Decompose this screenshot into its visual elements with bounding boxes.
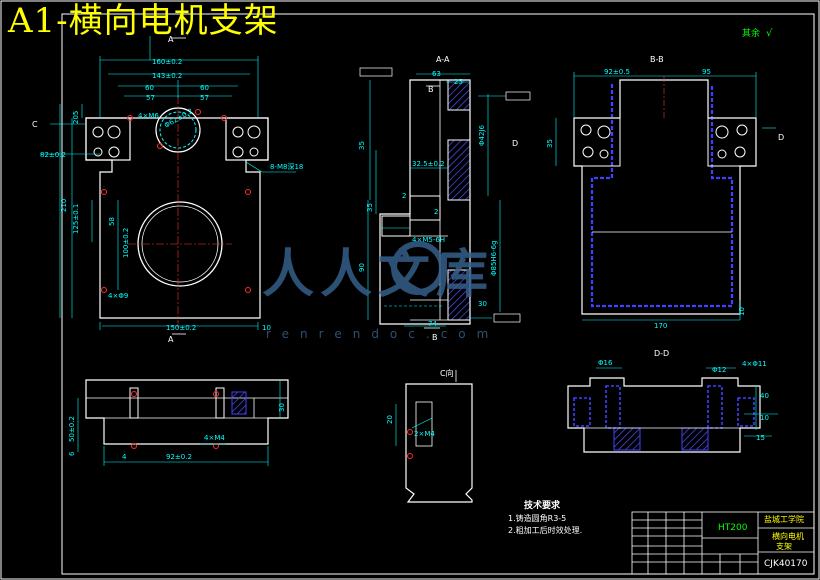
title-block-part-name-1: 横向电机 — [772, 531, 804, 541]
title-block-part-name-2: 支架 — [776, 541, 792, 551]
view-c — [395, 370, 473, 503]
label-view-d-left: D — [512, 139, 518, 148]
watermark-text: 人人文库 — [262, 245, 494, 305]
dim-front-width-143: 143±0.2 — [152, 72, 182, 80]
dim-front-60-right: 60 — [200, 84, 209, 92]
label-section-a-top: A — [168, 35, 174, 44]
dim-aa-d85: Φ85H6-6g — [490, 240, 498, 276]
dim-front-150: 150±0.2 — [166, 324, 196, 332]
tech-item-1: 1.铸造圆角R3-5 — [508, 513, 566, 523]
dim-bb-92: 92±0.5 — [604, 68, 630, 76]
section-dd — [567, 367, 778, 453]
dim-dd-40: 40 — [760, 392, 769, 400]
dim-dd-15: 15 — [756, 434, 765, 442]
dim-aa-2b: 2 — [434, 208, 438, 216]
dim-bottom-50: 50±0.2 — [68, 416, 76, 442]
title-block — [631, 511, 815, 575]
dim-aa-2a: 2 — [402, 192, 406, 200]
bottom-view — [77, 379, 289, 466]
drawing-frame — [61, 13, 815, 575]
dim-front-10: 10 — [262, 324, 271, 332]
section-bb — [555, 72, 776, 321]
dim-front-57-left: 57 — [146, 94, 155, 102]
dim-bb-10: 10 — [738, 307, 746, 316]
dim-c-20: 20 — [386, 415, 394, 424]
tech-heading: 技术要求 — [524, 499, 561, 511]
dim-bb-35: 35 — [546, 139, 554, 148]
dim-front-210: 210 — [60, 199, 68, 212]
dim-front-58: 58 — [108, 217, 116, 226]
note-aa-m5: 4×M5-6H — [412, 236, 445, 244]
dim-bottom-30: 30 — [278, 403, 286, 412]
dim-aa-63: 63 — [432, 70, 441, 78]
dim-aa-325: 32.5±0.2 — [412, 160, 445, 168]
dim-bottom-92: 92±0.2 — [166, 453, 192, 461]
dim-bb-170: 170 — [654, 322, 667, 330]
dim-front-width-160: 160±0.2 — [152, 58, 182, 66]
title-block-school: 盐城工学院 — [764, 514, 804, 524]
dim-dd-10: 10 — [760, 414, 769, 422]
drawing-title: A1-横向电机支架 — [8, 1, 279, 41]
front-view — [40, 36, 296, 335]
dim-front-100: 100±0.2 — [122, 228, 130, 258]
dim-aa-90: 90 — [358, 263, 366, 272]
label-section-b-top: B — [428, 85, 434, 94]
dim-front-205: 205 — [72, 111, 80, 124]
note-front-4xm6: 4×M6 — [138, 112, 159, 120]
title-section-bb: B-B — [650, 55, 664, 64]
note-front-8xm8: 8-M8深18 — [270, 162, 303, 171]
roughness-note: 其余 — [742, 27, 760, 39]
dim-aa-35b: 35 — [366, 203, 374, 212]
note-c-2xm4: 2×M4 — [414, 430, 435, 438]
watermark: 人人文库 renrendoc.com — [262, 241, 499, 341]
dim-front-82: 82±0.2 — [40, 151, 66, 159]
label-section-a-bottom: A — [168, 335, 174, 344]
dim-aa-35: 35 — [358, 141, 366, 150]
title-block-drawing-no: CJK40170 — [764, 559, 808, 569]
title-view-c: C向 — [440, 368, 454, 378]
dim-front-125: 125±0.1 — [72, 204, 80, 234]
note-bottom-m4: 4×M4 — [204, 434, 225, 442]
dim-aa-74: 74 — [428, 320, 437, 328]
dim-dd-d16: Φ16 — [598, 359, 613, 367]
label-section-b-bottom: B — [432, 333, 438, 342]
dim-bottom-4: 4 — [122, 453, 127, 461]
note-dd-4xd11: 4×Φ11 — [742, 360, 767, 368]
title-section-aa: A-A — [436, 55, 450, 64]
title-section-dd: D-D — [654, 349, 669, 358]
note-front-4xd9: 4×Φ9 — [108, 292, 128, 300]
section-aa — [359, 67, 531, 329]
watermark-url: renrendoc.com — [266, 327, 499, 341]
label-view-c: C — [32, 120, 38, 129]
label-view-d-right: D — [778, 133, 784, 142]
roughness-mark: √ — [766, 28, 773, 39]
title-block-material: HT200 — [718, 523, 748, 533]
dim-front-60-left: 60 — [145, 84, 154, 92]
dim-aa-30: 30 — [478, 300, 487, 308]
dim-bb-95: 95 — [702, 68, 711, 76]
dim-bottom-6: 6 — [68, 451, 76, 456]
dim-front-57-right: 57 — [200, 94, 209, 102]
tech-item-2: 2.粗加工后时效处理. — [508, 525, 582, 535]
dim-aa-d42: Φ42J6 — [478, 125, 486, 146]
dim-dd-d12: Φ12 — [712, 366, 726, 374]
dim-aa-25: 25 — [454, 78, 463, 86]
